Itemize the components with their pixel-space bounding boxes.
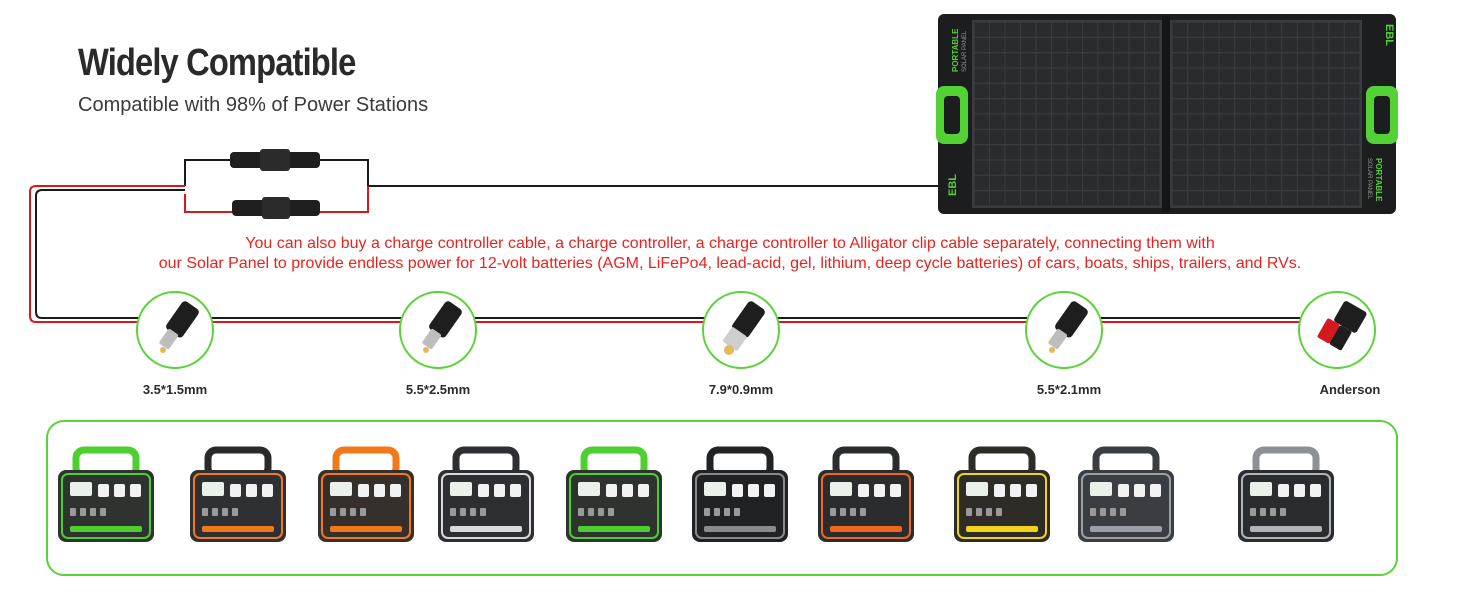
- panel-side-label-left: PORTABLE: [951, 28, 960, 72]
- connector-tip-2: [399, 291, 477, 369]
- panel-logo-left: EBL: [947, 174, 959, 196]
- note-line-2: our Solar Panel to provide endless power…: [158, 255, 1302, 272]
- connector-label-5: Anderson: [1319, 382, 1381, 397]
- power-station-5: [566, 446, 662, 542]
- compatible-stations-box: [46, 420, 1398, 576]
- connector-tip-3: [702, 291, 780, 369]
- panel-side-sublabel-right: SOLAR PANEL: [1366, 158, 1372, 200]
- page-subtitle: Compatible with 98% of Power Stations: [78, 94, 429, 116]
- power-station-6: [692, 446, 788, 542]
- panel-side-sublabel-left: SOLAR PANEL: [962, 30, 968, 72]
- connector-label-1: 3.5*1.5mm: [142, 382, 208, 397]
- connector-tip-5: [1298, 291, 1376, 369]
- power-station-8: [954, 446, 1050, 542]
- connector-tip-4: [1025, 291, 1103, 369]
- mc4-connector-bottom: [232, 197, 320, 219]
- page-title: Widely Compatible: [78, 42, 356, 84]
- connector-label-3: 7.9*0.9mm: [708, 382, 774, 397]
- mc4-connector-top: [230, 149, 320, 171]
- charge-controller-note: You can also buy a charge controller cab…: [60, 234, 1400, 274]
- power-station-3: [318, 446, 414, 542]
- power-station-1: [58, 446, 154, 542]
- power-station-7: [818, 446, 914, 542]
- power-station-4: [438, 446, 534, 542]
- solar-panel: PORTABLE PORTABLE SOLAR PANEL SOLAR PANE…: [936, 14, 1398, 214]
- power-stations-row: [58, 446, 1334, 542]
- power-station-2: [190, 446, 286, 542]
- connector-tip-1: [136, 291, 214, 369]
- note-line-1: You can also buy a charge controller cab…: [245, 235, 1215, 252]
- solar-cells: [974, 22, 1360, 206]
- panel-logo-right: EBL: [1383, 24, 1395, 46]
- connector-label-2: 5.5*2.5mm: [405, 382, 471, 397]
- power-station-9: [1078, 446, 1174, 542]
- panel-side-label-right: PORTABLE: [1374, 158, 1383, 202]
- connector-label-4: 5.5*2.1mm: [1036, 382, 1102, 397]
- power-station-10: [1238, 446, 1334, 542]
